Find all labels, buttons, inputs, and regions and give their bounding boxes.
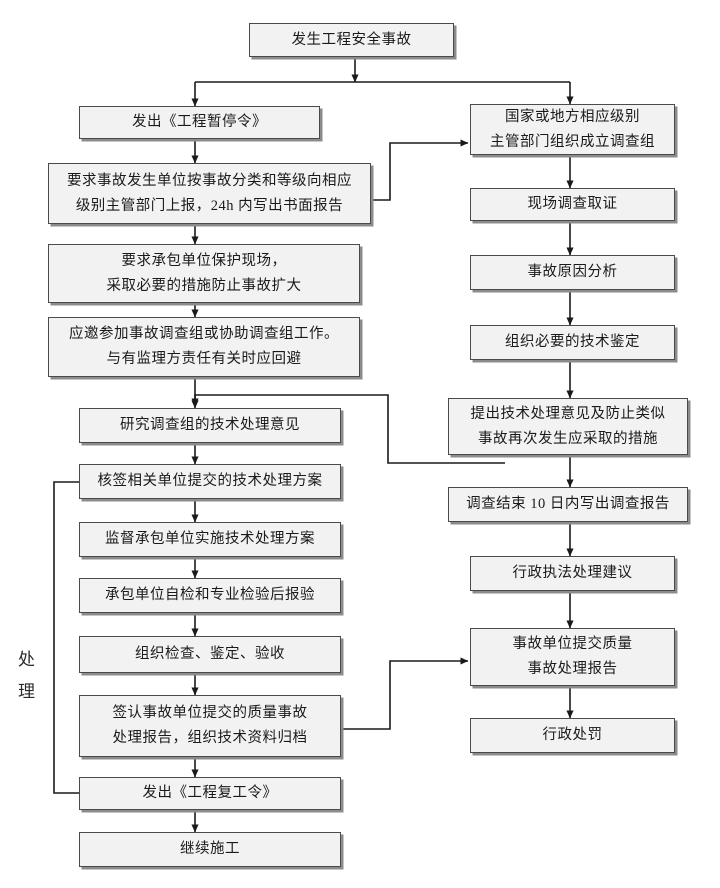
node-authority-forms-investigation-group[interactable]: 国家或地方相应级别 主管部门组织成立调查组	[470, 104, 675, 155]
node-administrative-enforcement-advice[interactable]: 行政执法处理建议	[470, 556, 675, 591]
side-label-char-2: 理	[18, 682, 36, 701]
node-supervise-implementation[interactable]: 监督承包单位实施技术处理方案	[79, 522, 341, 557]
node-join-investigation-group[interactable]: 应邀参加事故调查组或协助调查组工作。 与有监理方责任有关时应回避	[48, 317, 360, 377]
node-cause-analysis[interactable]: 事故原因分析	[470, 255, 675, 290]
node-administrative-penalty[interactable]: 行政处罚	[470, 718, 675, 753]
node-continue-construction[interactable]: 继续施工	[79, 832, 341, 867]
node-protect-site[interactable]: 要求承包单位保护现场， 采取必要的措施防止事故扩大	[48, 244, 360, 303]
node-study-technical-opinion[interactable]: 研究调查组的技术处理意见	[79, 408, 341, 443]
node-report-to-authority[interactable]: 要求事故发生单位按事故分类和等级向相应 级别主管部门上报，24h 内写出书面报告	[48, 163, 371, 224]
side-label-handling: 处 理	[12, 636, 42, 716]
node-accident-unit-submits-report[interactable]: 事故单位提交质量 事故处理报告	[470, 628, 675, 686]
node-accident-occurs[interactable]: 发生工程安全事故	[249, 23, 454, 57]
edge-n3-n14	[371, 139, 469, 201]
node-technical-appraisal[interactable]: 组织必要的技术鉴定	[470, 325, 675, 360]
side-label-char-1: 处	[18, 649, 36, 669]
node-countersign-technical-plan[interactable]: 核签相关单位提交的技术处理方案	[79, 464, 341, 499]
edge-n11-n21	[341, 657, 469, 730]
node-propose-measures[interactable]: 提出技术处理意见及防止类似 事故再次发生应采取的措施	[448, 398, 688, 455]
node-issue-resumption-order[interactable]: 发出《工程复工令》	[79, 777, 341, 810]
node-sign-quality-report-archive[interactable]: 签认事故单位提交的质量事故 处理报告，组织技术资料归档	[79, 695, 341, 757]
node-contractor-self-inspection[interactable]: 承包单位自检和专业检验后报验	[79, 578, 341, 613]
node-organize-inspection-acceptance[interactable]: 组织检查、鉴定、验收	[79, 636, 341, 673]
node-issue-suspension-order[interactable]: 发出《工程暂停令》	[79, 106, 320, 139]
node-investigation-report-10-days[interactable]: 调查结束 10 日内写出调查报告	[448, 487, 688, 522]
node-site-investigation-evidence[interactable]: 现场调查取证	[470, 188, 675, 221]
